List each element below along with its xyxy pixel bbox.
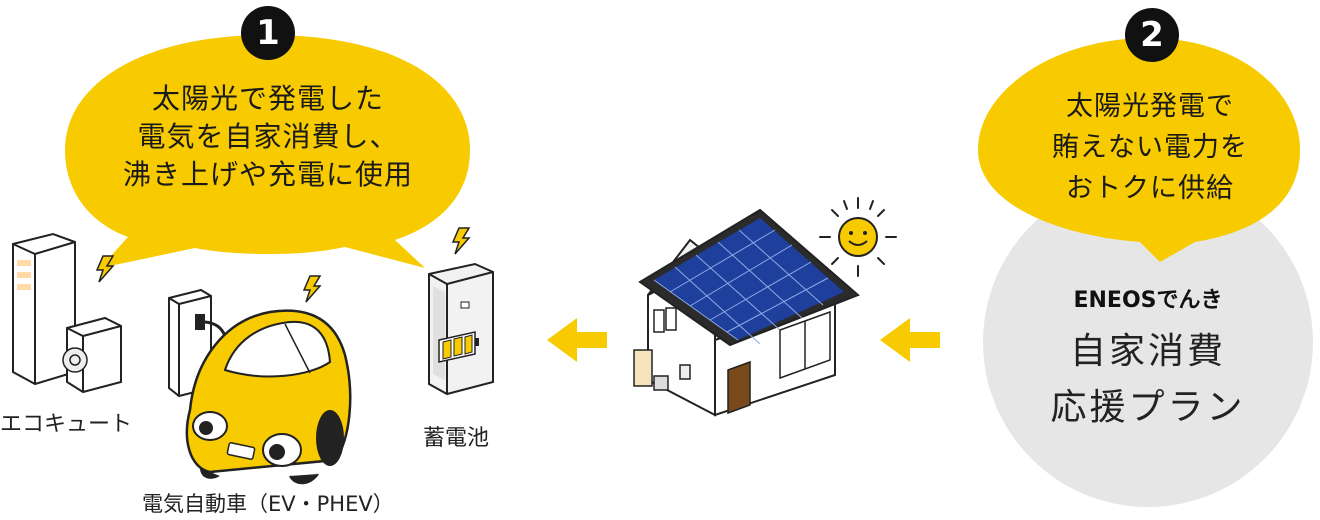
label-battery: 蓄電池 [423, 426, 490, 451]
arrow-left-icon [880, 318, 940, 362]
step-badge-2: 2 [1125, 8, 1179, 62]
plan-name-line-2: 応援プラン [1050, 387, 1246, 428]
step-number-2: 2 [1140, 15, 1164, 55]
bubble-2-line-3: おトクに供給 [1066, 173, 1234, 204]
sun-icon [819, 197, 897, 277]
house-with-solar-panels [633, 208, 860, 417]
plan-name-line-1: 自家消費 [1069, 331, 1226, 372]
ecocute-unit [12, 232, 122, 394]
label-ecocute: エコキュート [0, 412, 133, 437]
bubble-2-line-2: 賄えない電力を [1052, 132, 1248, 163]
bubble-2-text: 太陽光発電で 賄えない電力を おトクに供給 [1000, 86, 1300, 209]
arrow-left-icon [547, 318, 607, 362]
electric-car [185, 309, 352, 485]
lightning-icon [95, 255, 115, 283]
bubble-1-line-3: 沸き上げや充電に使用 [122, 158, 413, 191]
plan-brand: ENEOSでんき [1073, 288, 1223, 313]
bubble-1-line-2: 電気を自家消費し、 [137, 120, 399, 153]
bubble-2-line-1: 太陽光発電で [1066, 91, 1234, 122]
label-ev: 電気自動車（EV・PHEV） [142, 492, 394, 516]
bubble-1-text: 太陽光で発電した 電気を自家消費し、 沸き上げや充電に使用 [88, 80, 448, 194]
bubble-1-line-1: 太陽光で発電した [151, 82, 384, 115]
step-badge-1: 1 [241, 6, 295, 60]
step-number-1: 1 [256, 13, 280, 53]
storage-battery [428, 262, 494, 396]
lightning-icon [451, 227, 471, 255]
lightning-icon [302, 275, 322, 303]
